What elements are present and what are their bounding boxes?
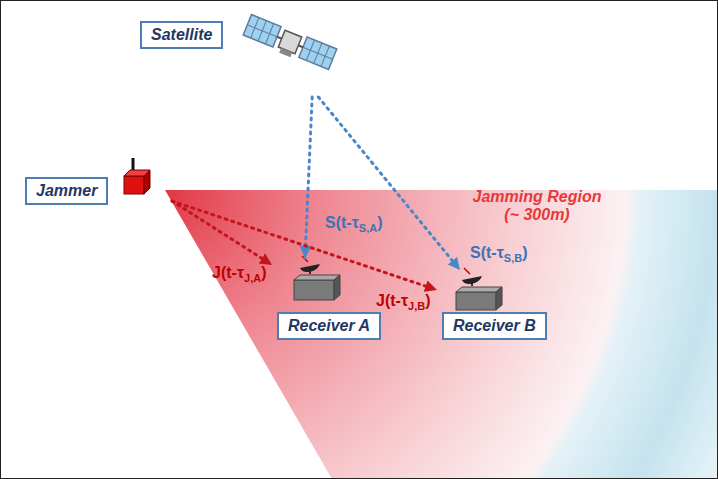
jamming-region <box>165 190 718 479</box>
jammer-icon <box>124 158 150 194</box>
node-label: Satellite <box>140 21 223 49</box>
node-label: Receiver B <box>442 312 547 340</box>
receiver-node: Receiver B <box>437 270 537 344</box>
signal-label: J(t-τJ,A) <box>212 264 266 284</box>
signal-label: S(t-τS,A) <box>325 214 382 234</box>
signal-path <box>305 97 312 258</box>
satellite-node: Satellite <box>140 15 345 97</box>
signal-label: J(t-τJ,B) <box>376 292 430 312</box>
region-label: Jamming Region (~ 300m) <box>470 188 604 224</box>
receiver-icon <box>456 268 502 310</box>
signal-label: S(t-τS,B) <box>470 244 527 264</box>
receiver-icon <box>294 256 340 300</box>
jammer-node: Jammer <box>22 165 172 210</box>
signal-path <box>172 201 272 265</box>
receiver-node: Receiver A <box>272 258 372 344</box>
signal-path <box>318 97 460 270</box>
signal-path <box>172 201 437 290</box>
node-label: Receiver A <box>277 312 381 340</box>
node-label: Jammer <box>25 177 108 205</box>
satellite-icon <box>242 15 337 73</box>
